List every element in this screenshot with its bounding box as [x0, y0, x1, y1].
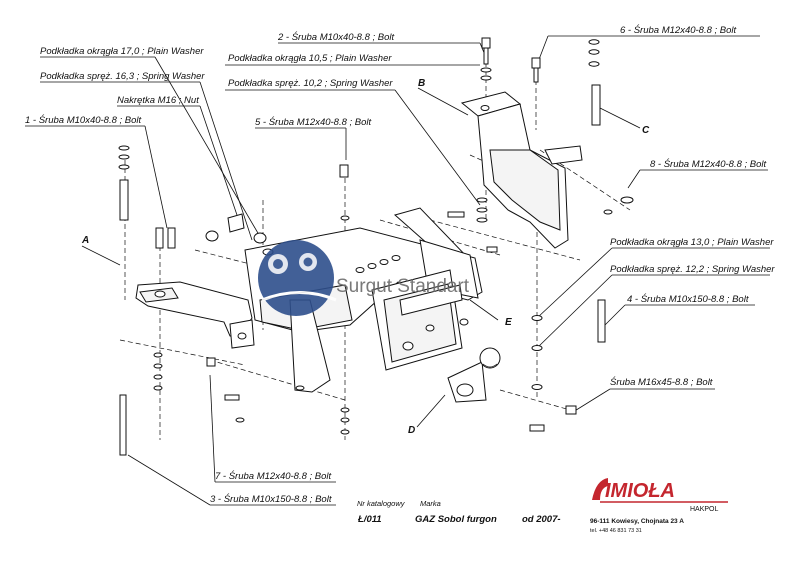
model-year: od 2007- — [522, 514, 561, 525]
part-letter-b: B — [418, 78, 425, 89]
callout-spring-washer-10-2: Podkładka spręż. 10,2 ; Spring Washer — [228, 78, 393, 89]
callout-bolt-6: 6 - Śruba M12x40-8.8 ; Bolt — [620, 24, 737, 36]
logo-sub: HAKPOL — [690, 506, 719, 513]
callout-bolt-1: 1 - Śruba M10x40-8.8 ; Bolt — [25, 114, 142, 126]
logo-hook-icon — [592, 478, 608, 500]
vehicle-model: GAZ Sobol furgon — [415, 514, 497, 525]
callout-bolt-8: 8 - Śruba M12x40-8.8 ; Bolt — [650, 158, 767, 170]
part-letter-a: A — [81, 235, 89, 246]
imiola-hakpol-logo: IMIOŁA HAKPOL 96-111 Kowiesy, Chojnata 2… — [590, 478, 728, 534]
catalog-label: Nr katalogowy — [357, 499, 406, 508]
bracket-b — [460, 91, 583, 249]
callout-spring-washer-12-2: Podkładka spręż. 12,2 ; Spring Washer — [610, 264, 775, 275]
callout-bolt-2: 2 - Śruba M10x40-8.8 ; Bolt — [277, 31, 395, 43]
callout-plain-washer-13: Podkładka okrągła 13,0 ; Plain Washer — [610, 237, 774, 248]
part-letter-c: C — [642, 125, 650, 136]
part-letters: B C A D E — [81, 78, 650, 436]
callout-bolt-3: 3 - Śruba M10x150-8.8 ; Bolt — [210, 493, 332, 505]
callout-spring-washer-16-3: Podkładka spręż. 16,3 ; Spring Washer — [40, 71, 205, 82]
callout-bolt-4: 4 - Śruba M10x150-8.8 ; Bolt — [627, 293, 749, 305]
make-label: Marka — [420, 499, 441, 508]
callout-bolt-m16: Śruba M16x45-8.8 ; Bolt — [610, 376, 713, 388]
part-letter-e: E — [505, 317, 512, 328]
bracket-a — [135, 281, 255, 349]
callout-plain-washer-17: Podkładka okrągła 17,0 ; Plain Washer — [40, 46, 204, 57]
surgut-standart-watermark: Surgut Standart — [258, 240, 470, 316]
callout-labels: 2 - Śruba M10x40-8.8 ; Bolt 6 - Śruba M1… — [25, 24, 775, 505]
catalog-number: Ł/011 — [357, 514, 382, 525]
logo-brand: IMIOŁA — [605, 480, 675, 502]
callout-nut-m16: Nakrętka M16 ; Nut — [117, 95, 199, 106]
part-letter-d: D — [408, 425, 415, 436]
logo-phone: tel. +48 46 831 73 31 — [590, 528, 642, 534]
logo-address: 96-111 Kowiesy, Chojnata 23 A — [590, 518, 684, 525]
callout-plain-washer-10-5: Podkładka okrągła 10,5 ; Plain Washer — [228, 53, 392, 64]
watermark-text: Surgut Standart — [336, 276, 470, 297]
callout-bolt-5: 5 - Śruba M12x40-8.8 ; Bolt — [255, 116, 372, 128]
fasteners — [118, 37, 634, 456]
callout-bolt-7: 7 - Śruba M12x40-8.8 ; Bolt — [215, 470, 332, 482]
footer: Nr katalogowy Marka Ł/011 GAZ Sobol furg… — [357, 499, 561, 525]
leader-lines — [25, 35, 770, 506]
long-bolt-c — [591, 84, 601, 126]
tow-ball-d — [447, 347, 501, 403]
